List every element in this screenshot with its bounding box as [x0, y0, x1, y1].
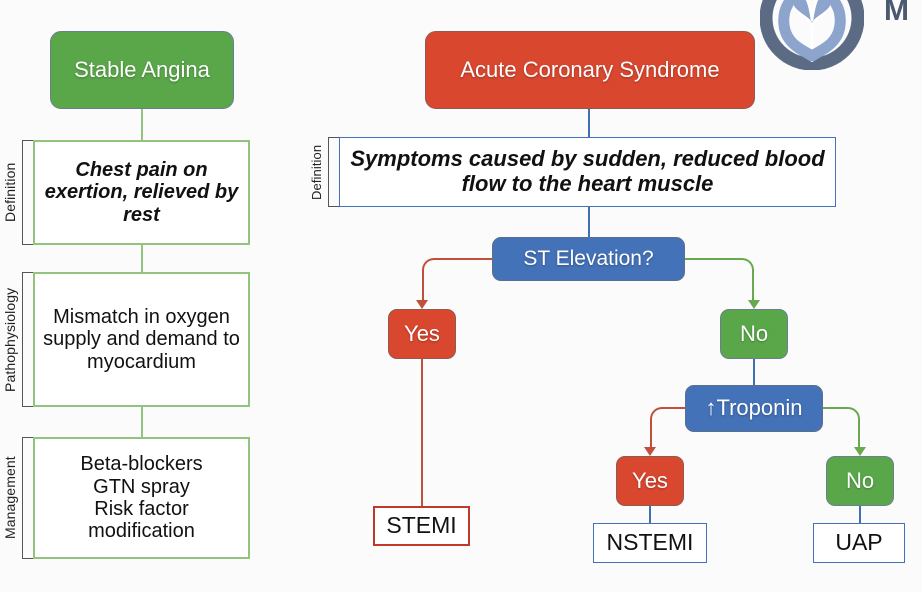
node-troponin-no-label: No — [845, 467, 875, 493]
box-outcome-stemi-label: STEMI — [386, 512, 457, 539]
connector-acs-to-definition — [588, 109, 590, 137]
box-angina-pathophysiology[interactable]: Mismatch in oxygen supply and demand to … — [33, 272, 250, 407]
box-outcome-uap[interactable]: UAP — [813, 523, 905, 563]
side-label-acs-definition: Definition — [309, 144, 324, 200]
box-angina-management-text: Beta-blockers GTN spray Risk factor modi… — [80, 453, 203, 543]
connector-no-to-troponin — [753, 359, 755, 385]
node-st-elevation-yes-label: Yes — [404, 320, 440, 346]
side-label-definition: Definition — [2, 162, 18, 223]
node-troponin-label: ↑Troponin — [705, 395, 803, 421]
box-angina-definition-text: Chest pain on exertion, relieved by rest — [44, 158, 239, 226]
arrowhead-troponin-no — [854, 447, 866, 456]
box-acs-definition[interactable]: Symptoms caused by sudden, reduced blood… — [339, 137, 836, 207]
box-outcome-uap-label: UAP — [835, 529, 883, 556]
connector-st-elevation-no — [685, 258, 754, 303]
box-acs-definition-text: Symptoms caused by sudden, reduced blood… — [350, 146, 825, 196]
bracket-management — [22, 437, 33, 559]
connector-st-elevation-yes — [422, 258, 492, 303]
connector-definition-to-pathophysiology — [141, 245, 143, 272]
node-st-elevation-yes[interactable]: Yes — [388, 309, 456, 359]
bracket-definition — [22, 140, 33, 245]
connector-troponin-yes — [650, 407, 685, 450]
node-st-elevation-no[interactable]: No — [720, 309, 788, 359]
box-outcome-nstemi-label: NSTEMI — [606, 529, 694, 556]
connector-no-to-uap — [859, 506, 861, 523]
node-acute-coronary-syndrome[interactable]: Acute Coronary Syndrome — [425, 31, 755, 109]
connector-definition-to-st-elevation — [588, 207, 590, 237]
brand-logo — [759, 0, 865, 71]
connector-troponin-no — [823, 407, 860, 450]
side-label-pathophysiology: Pathophysiology — [2, 287, 18, 392]
box-angina-pathophysiology-text: Mismatch in oxygen supply and demand to … — [43, 305, 240, 373]
connector-yes-to-stemi — [421, 359, 423, 506]
node-acute-coronary-syndrome-label: Acute Coronary Syndrome — [460, 56, 720, 82]
box-outcome-stemi[interactable]: STEMI — [373, 506, 470, 546]
node-st-elevation-question[interactable]: ST Elevation? — [492, 237, 685, 281]
box-outcome-nstemi[interactable]: NSTEMI — [593, 523, 707, 563]
connector-yes-to-nstemi — [649, 506, 651, 523]
bracket-acs-definition — [328, 137, 339, 207]
brand-initial: M — [884, 0, 909, 27]
bracket-pathophysiology — [22, 272, 33, 407]
arrowhead-st-elevation-yes — [416, 300, 428, 309]
node-st-elevation-label: ST Elevation? — [523, 247, 654, 271]
node-troponin-question[interactable]: ↑Troponin — [685, 385, 823, 432]
box-angina-management[interactable]: Beta-blockers GTN spray Risk factor modi… — [33, 437, 250, 559]
node-troponin-yes[interactable]: Yes — [616, 456, 684, 506]
box-angina-definition[interactable]: Chest pain on exertion, relieved by rest — [33, 140, 250, 245]
node-troponin-yes-label: Yes — [632, 467, 668, 493]
node-troponin-no[interactable]: No — [826, 456, 894, 506]
node-st-elevation-no-label: No — [739, 320, 769, 346]
arrowhead-st-elevation-no — [748, 300, 760, 309]
connector-angina-to-definition — [141, 109, 143, 140]
side-label-management: Management — [2, 456, 18, 540]
connector-pathophysiology-to-management — [141, 407, 143, 437]
node-stable-angina[interactable]: Stable Angina — [50, 31, 234, 109]
node-stable-angina-label: Stable Angina — [74, 56, 210, 82]
arrowhead-troponin-yes — [644, 447, 656, 456]
